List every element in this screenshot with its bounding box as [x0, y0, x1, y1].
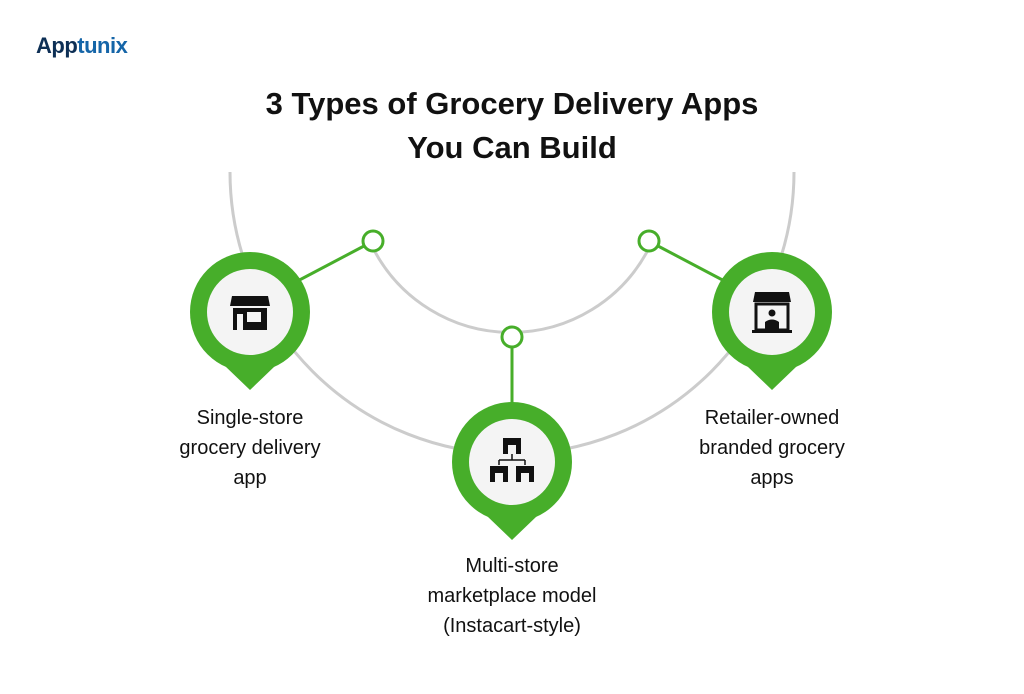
- label-line: (Instacart-style): [443, 615, 581, 637]
- label-line: marketplace model: [427, 585, 597, 607]
- node-right: [637, 229, 661, 253]
- logo-prefix: App: [36, 33, 78, 58]
- label-multi-store: Multi-store marketplace model (Instacart…: [392, 551, 632, 641]
- label-line: branded grocery: [699, 437, 845, 459]
- label-single-store: Single-store grocery delivery app: [130, 403, 370, 493]
- node-left: [361, 229, 385, 253]
- label-line: Retailer-owned: [704, 407, 840, 429]
- multi-store-network-icon: [490, 438, 534, 482]
- title-line-2: You Can Build: [407, 130, 617, 165]
- label-line: Single-store: [196, 407, 304, 429]
- storefront-icon: [230, 296, 270, 330]
- pin-left: [190, 252, 310, 390]
- label-retailer-owned: Retailer-owned branded grocery apps: [652, 403, 892, 493]
- connector-left: [289, 244, 365, 287]
- node-middle: [500, 325, 524, 349]
- apptunix-logo: Apptunix: [36, 33, 128, 59]
- title-line-1: 3 Types of Grocery Delivery Apps: [265, 86, 759, 121]
- pin-right: [712, 252, 832, 390]
- pin-middle: [452, 402, 572, 540]
- inner-arc: [371, 247, 651, 334]
- logo-suffix: tunix: [77, 33, 128, 58]
- page-title: 3 Types of Grocery Delivery Apps You Can…: [0, 82, 1024, 170]
- label-line: grocery delivery: [179, 437, 321, 459]
- retailer-shop-icon: [752, 292, 792, 333]
- label-line: app: [233, 467, 267, 489]
- label-line: apps: [750, 467, 794, 489]
- connector-right: [657, 244, 733, 287]
- label-line: Multi-store: [465, 555, 559, 577]
